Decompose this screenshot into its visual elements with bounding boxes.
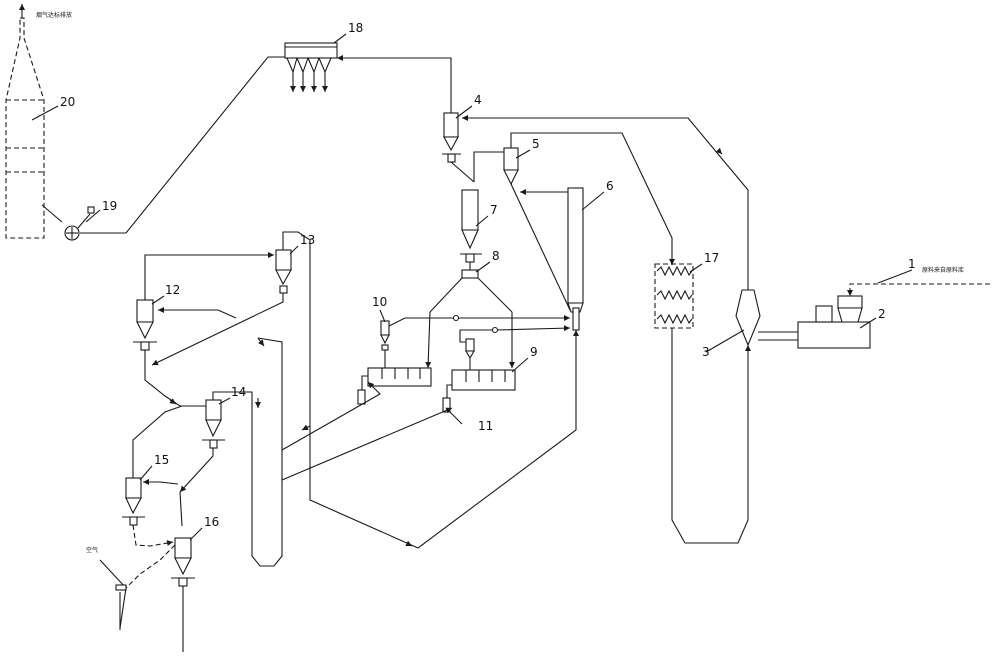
- line-8-to-tank-left: [425, 311, 432, 369]
- heat-exchanger-17: [654, 263, 694, 329]
- label-2: 2: [878, 307, 886, 321]
- cyclone-10: [380, 320, 390, 351]
- cyclone-4: [442, 112, 461, 163]
- cyclone-7: [460, 189, 482, 263]
- tank-9: [451, 338, 516, 391]
- line-filter-to-fan: [125, 56, 285, 234]
- label-16: 16: [204, 515, 219, 529]
- label-13: 13: [300, 233, 315, 247]
- label-20: 20: [60, 95, 75, 109]
- distributor-8: [429, 262, 513, 313]
- line-5-to-6: [510, 183, 571, 311]
- cyclone-15: [122, 477, 145, 526]
- label-4: 4: [474, 93, 482, 107]
- line-5-to-17: [510, 132, 675, 265]
- line-to-tank-left: [281, 381, 381, 451]
- line-12-to-14: [144, 350, 206, 407]
- line-16-to-15: [143, 479, 179, 485]
- line-5-to-7: [473, 151, 504, 182]
- label-19: 19: [102, 199, 117, 213]
- line-air-in: [99, 559, 127, 629]
- tank-left: [367, 367, 432, 387]
- line-13-to-12: [151, 293, 284, 366]
- line-14-to-16b: [179, 491, 183, 527]
- label-8: 8: [492, 249, 500, 263]
- label-10: 10: [372, 295, 387, 309]
- line-4-to-18: [337, 55, 452, 113]
- bag-filter-18: [284, 42, 338, 92]
- cyclone-13: [275, 249, 292, 294]
- cyclone-16: [171, 537, 195, 652]
- label-3: 3: [702, 345, 710, 359]
- line-tank-left-drain: [361, 375, 368, 390]
- label-6: 6: [606, 179, 614, 193]
- line-9-cyc-out: [459, 325, 571, 343]
- label-11: 11: [478, 419, 493, 433]
- cyclone-5: [503, 147, 519, 186]
- line-17-to-3: [671, 328, 751, 544]
- label-17: 17: [704, 251, 719, 265]
- line-to-9: [281, 407, 453, 481]
- label-18: 18: [348, 21, 363, 35]
- air-note: 空气: [86, 546, 98, 554]
- label-7: 7: [490, 203, 498, 217]
- line-15-to-14: [132, 405, 183, 478]
- fan-19: [41, 204, 126, 241]
- chimney-note: 烟气达标排放: [36, 11, 72, 19]
- line-feed-in: [847, 283, 990, 296]
- label-5: 5: [532, 137, 540, 151]
- reactor-6: [567, 187, 584, 331]
- line-in-12: [158, 307, 237, 319]
- label-15: 15: [154, 453, 169, 467]
- line-12-to-13: [144, 252, 274, 300]
- furnace-2: [797, 295, 871, 349]
- line-4-to-7: [450, 161, 475, 183]
- separator-3: [735, 289, 761, 347]
- riser-u-column: [251, 337, 283, 567]
- feed-note: 原料来自原料库: [922, 266, 964, 274]
- line-air-16: [125, 544, 176, 589]
- label-1: 1: [908, 257, 916, 271]
- chimney-20: [5, 4, 45, 239]
- line-14-to-16: [179, 448, 214, 493]
- cyclone-14: [202, 399, 225, 449]
- line-13-loop: [282, 231, 579, 549]
- label-12: 12: [165, 283, 180, 297]
- label-14: 14: [231, 385, 246, 399]
- cyclone-12: [133, 299, 157, 351]
- line-14-top: [212, 391, 253, 400]
- line-10-out: [388, 317, 450, 327]
- line-9-drain: [446, 384, 452, 398]
- label-9: 9: [530, 345, 538, 359]
- line-3-to-4: [462, 115, 749, 290]
- line-15-to-16: [132, 524, 174, 547]
